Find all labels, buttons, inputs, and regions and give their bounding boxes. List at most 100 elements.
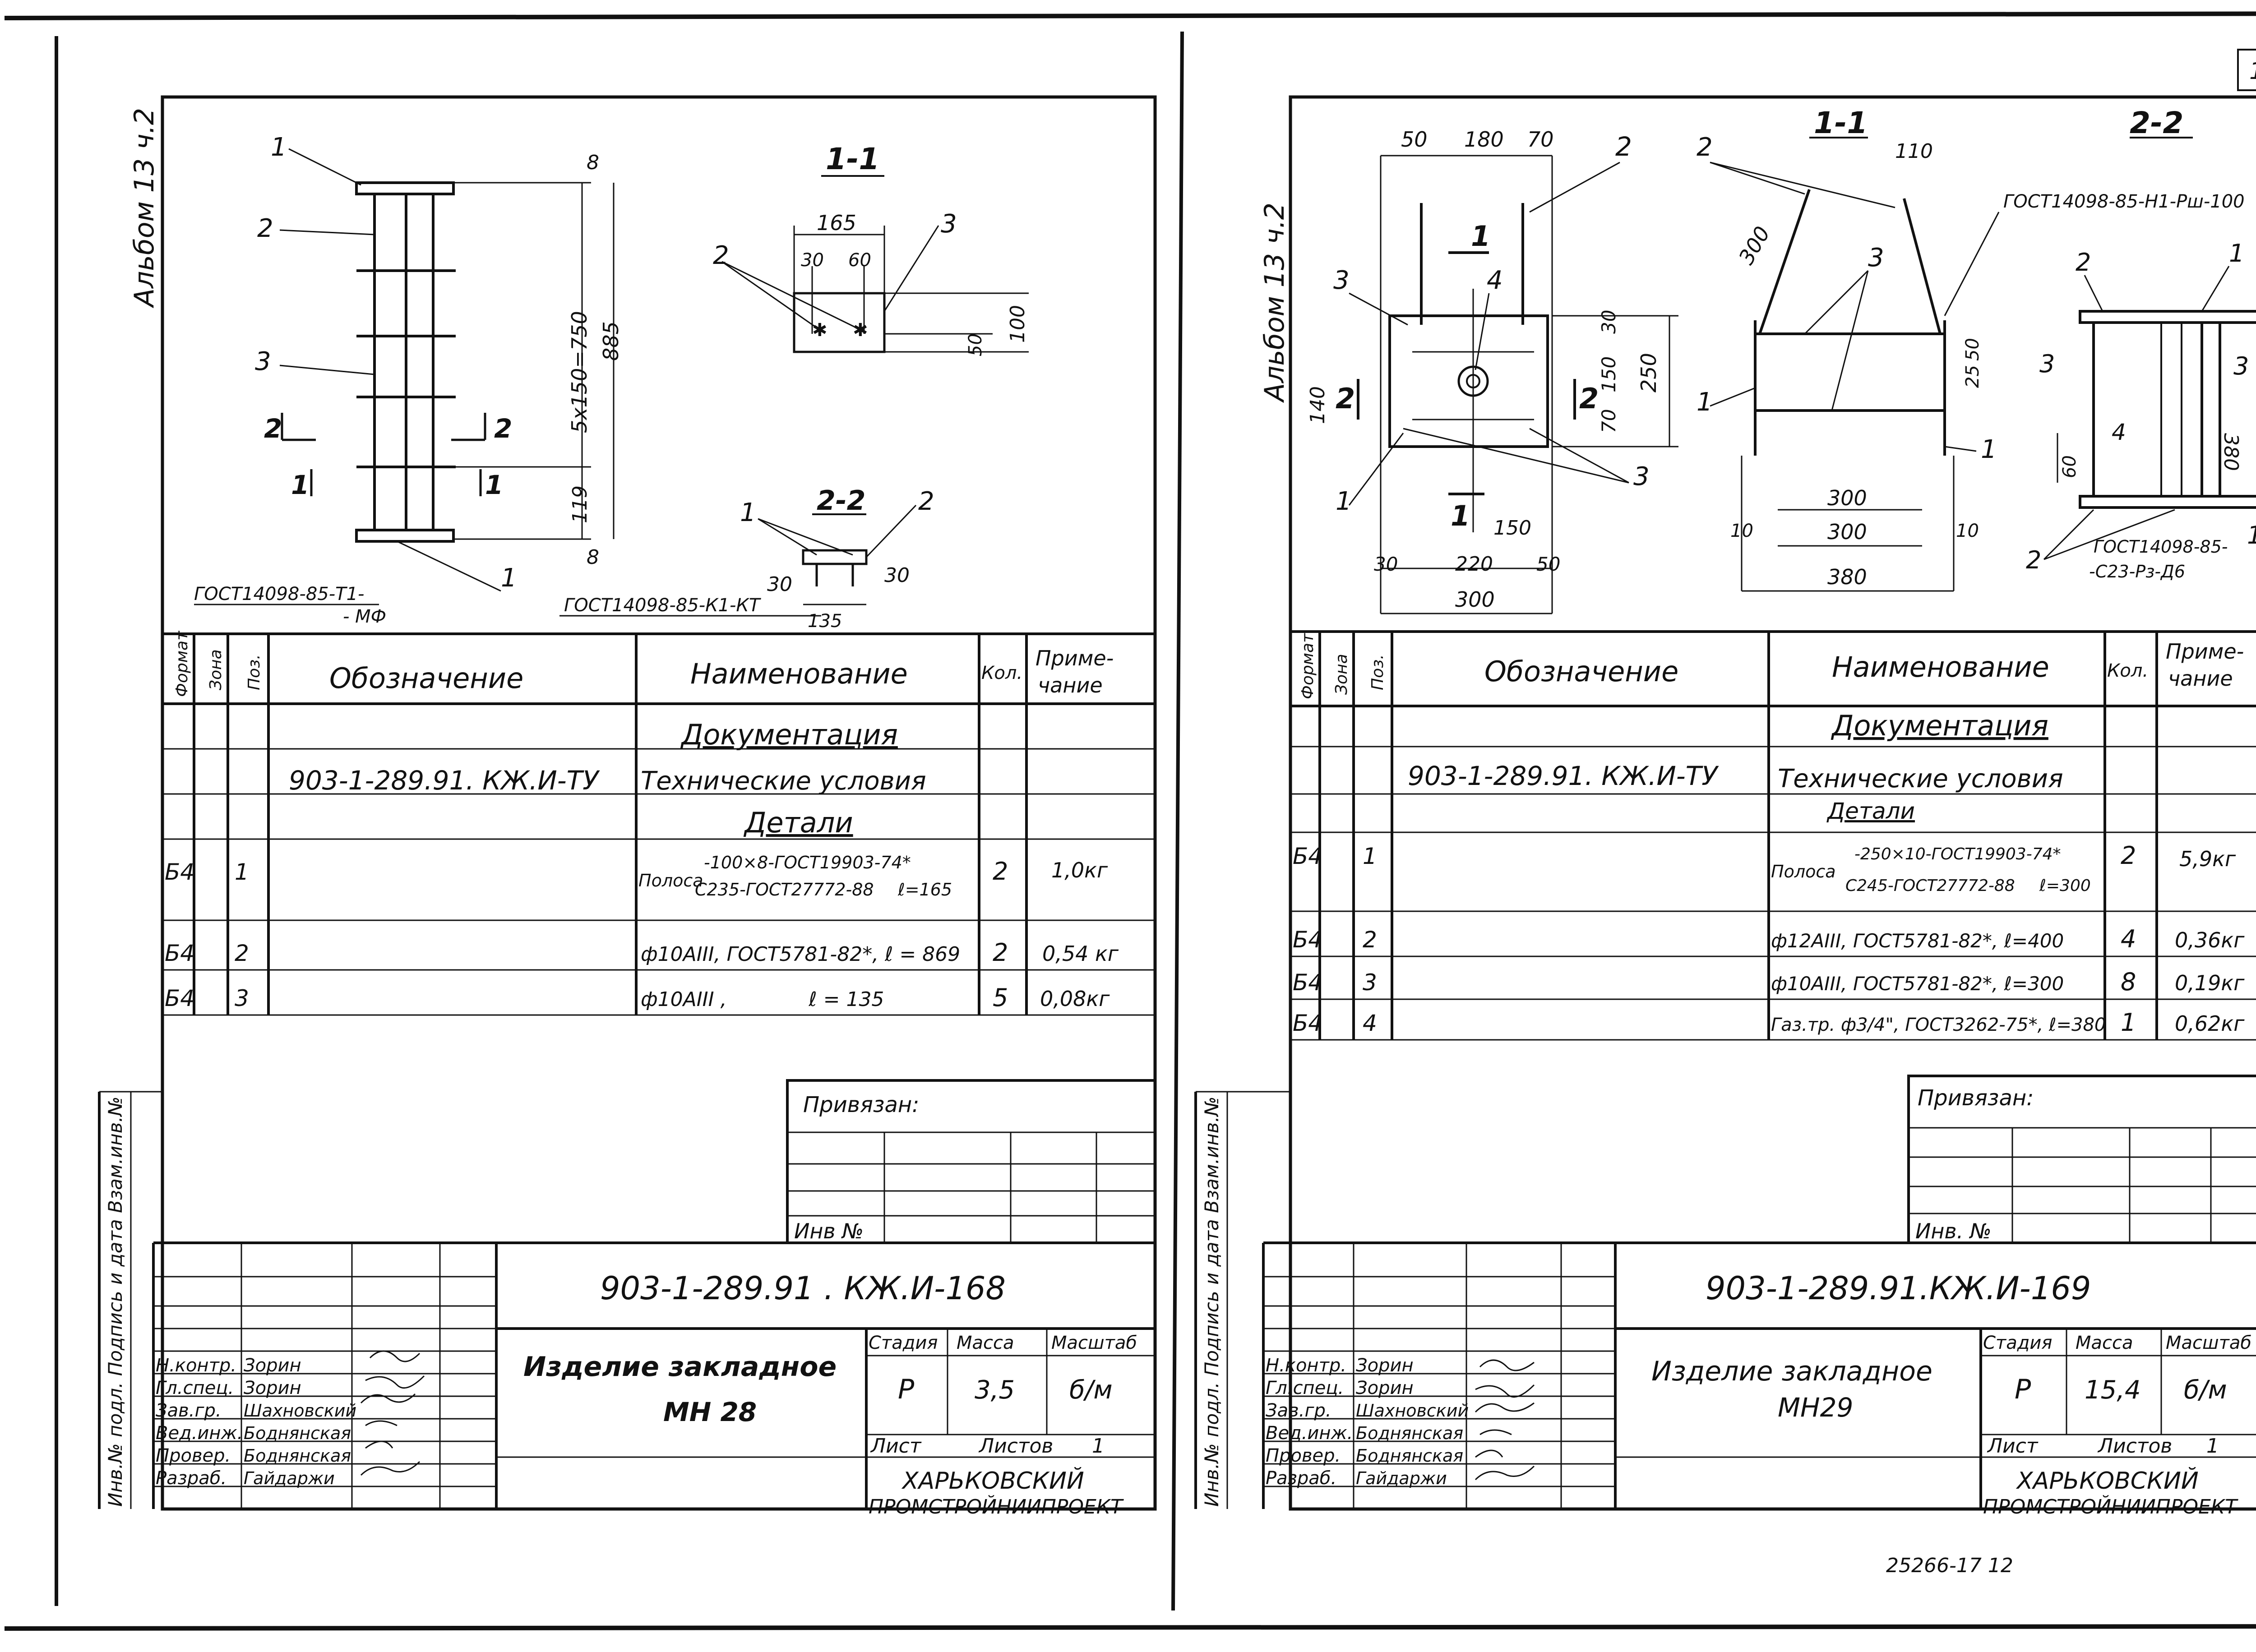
svg-text:3: 3 — [255, 347, 271, 376]
svg-text:3: 3 — [2039, 350, 2055, 378]
svg-text:Масштаб: Масштаб — [1051, 1333, 1137, 1353]
svg-text:1: 1 — [291, 470, 309, 500]
svg-text:2: 2 — [918, 487, 934, 516]
svg-text:Листов: Листов — [978, 1435, 1053, 1458]
left-signatures — [360, 1350, 425, 1476]
svg-text:15,4: 15,4 — [2085, 1375, 2141, 1405]
svg-text:Зона: Зона — [1332, 654, 1351, 695]
svg-text:Провер.: Провер. — [156, 1445, 231, 1466]
left-sheet: Альбом 13 ч.2 8 5x150=750 885 119 8 1 — [98, 95, 1157, 1518]
svg-text:2-2: 2-2 — [817, 485, 865, 517]
svg-text:70: 70 — [1598, 409, 1620, 433]
svg-text:Б4: Б4 — [165, 859, 194, 885]
left-section-parts: Детали — [743, 806, 853, 839]
svg-text:8: 8 — [2121, 968, 2136, 996]
svg-text:Зорин: Зорин — [244, 1355, 301, 1376]
svg-text:Б4: Б4 — [165, 940, 194, 966]
svg-text:2-2: 2-2 — [2130, 106, 2183, 140]
svg-text:Р: Р — [2015, 1374, 2031, 1405]
svg-text:1: 1 — [1981, 435, 1997, 464]
svg-text:Шахновский: Шахновский — [1356, 1401, 1469, 1421]
right-title-2: МН29 — [1778, 1392, 1853, 1423]
right-header-name: Наименование — [1832, 651, 2049, 683]
svg-text:Лист: Лист — [1987, 1435, 2039, 1458]
svg-text:Стадия: Стадия — [869, 1333, 938, 1353]
svg-text:Гл.спец.: Гл.спец. — [1266, 1378, 1344, 1398]
svg-text:1: 1 — [1363, 843, 1377, 869]
svg-text:1,0кг: 1,0кг — [1051, 858, 1108, 882]
svg-text:Зорин: Зорин — [1356, 1355, 1414, 1376]
svg-text:Зона: Зона — [207, 649, 225, 690]
left-spec-table: Формат Зона Поз. Обозначение Наименовани… — [162, 631, 1155, 1016]
svg-text:Полоса: Полоса — [638, 871, 703, 891]
svg-text:ф12АIII, ГОСТ5781-82*, ℓ=400: ф12АIII, ГОСТ5781-82*, ℓ=400 — [1771, 930, 2064, 952]
left-side-label: Инв.№ подл. Подпись и дата Взам.инв.№ — [104, 1097, 126, 1507]
svg-text:Гайдаржи: Гайдаржи — [244, 1468, 335, 1488]
svg-text:300: 300 — [1827, 520, 1867, 544]
svg-text:250: 250 — [1637, 353, 1661, 392]
svg-text:Кол.: Кол. — [2107, 660, 2148, 681]
svg-text:2: 2 — [1697, 133, 1713, 162]
svg-text:Зорин: Зорин — [244, 1378, 301, 1398]
svg-text:1-1: 1-1 — [826, 142, 879, 176]
svg-text:Б4: Б4 — [1293, 1010, 1322, 1036]
svg-text:50: 50 — [1962, 338, 1983, 361]
svg-text:Гл.спец.: Гл.спец. — [156, 1378, 234, 1398]
svg-text:10: 10 — [1730, 521, 1753, 541]
svg-text:ℓ=165: ℓ=165 — [897, 880, 952, 900]
svg-text:3: 3 — [2233, 352, 2249, 380]
right-drawing-code: 903-1-289.91.КЖ.И-169 — [1706, 1270, 2091, 1307]
svg-text:2: 2 — [1363, 927, 1377, 953]
svg-text:1: 1 — [235, 859, 249, 885]
svg-text:2: 2 — [257, 214, 273, 243]
left-section-2-2: 2-2 135 30 30 1 2 ГОСТ14098-85-К1-КТ — [559, 485, 934, 632]
left-drawing-code: 903-1-289.91 . КЖ.И-168 — [600, 1270, 1006, 1307]
svg-text:ф10АIII, ГОСТ5781-82*, ℓ=300: ф10АIII, ГОСТ5781-82*, ℓ=300 — [1771, 973, 2064, 995]
svg-text:100: 100 — [1006, 305, 1029, 343]
svg-text:380: 380 — [1827, 565, 1867, 589]
left-title-block: Инв.№ подл. Подпись и дата Взам.инв.№ Пр… — [98, 1079, 1156, 1518]
svg-text:Масса: Масса — [957, 1333, 1014, 1353]
left-header-name: Наименование — [690, 657, 908, 690]
svg-text:ХАРЬКОВСКИЙ: ХАРЬКОВСКИЙ — [2016, 1467, 2199, 1495]
svg-text:70: 70 — [1527, 127, 1554, 152]
left-doc-name: Технические условия — [641, 766, 926, 796]
svg-text:135: 135 — [808, 611, 842, 632]
svg-text:ф10АIII , ℓ = 135: ф10АIII , ℓ = 135 — [641, 988, 884, 1011]
svg-text:885: 885 — [599, 321, 623, 361]
svg-text:3: 3 — [1633, 462, 1650, 491]
svg-text:2: 2 — [993, 938, 1008, 967]
svg-text:2: 2 — [264, 413, 282, 444]
svg-text:Вед.инж.: Вед.инж. — [156, 1423, 243, 1444]
right-header-designation: Обозначение — [1484, 655, 1678, 688]
svg-text:5x150=750: 5x150=750 — [567, 311, 592, 433]
scan-border-bottom — [4, 1624, 2256, 1631]
svg-text:Приме-: Приме- — [1036, 646, 1114, 670]
svg-text:Б4: Б4 — [1293, 927, 1322, 953]
svg-text:-100×8-ГОСТ19903-74*: -100×8-ГОСТ19903-74* — [704, 853, 911, 872]
svg-text:180: 180 — [1464, 127, 1504, 152]
svg-text:300: 300 — [1734, 222, 1775, 268]
svg-text:1: 1 — [1336, 487, 1352, 516]
svg-text:Поз.: Поз. — [1368, 654, 1387, 690]
svg-text:- МФ: - МФ — [343, 606, 386, 627]
svg-text:30: 30 — [801, 250, 824, 271]
svg-text:Н.контр.: Н.контр. — [1266, 1355, 1346, 1376]
svg-text:0,19кг: 0,19кг — [2175, 971, 2245, 995]
svg-text:2: 2 — [494, 413, 512, 444]
svg-text:Зав.гр.: Зав.гр. — [1266, 1400, 1331, 1421]
svg-text:30: 30 — [1598, 310, 1620, 334]
svg-text:5: 5 — [993, 983, 1008, 1012]
page-number: 135 — [2249, 58, 2256, 85]
svg-text:1: 1 — [2121, 1008, 2136, 1037]
svg-text:Формат: Формат — [1299, 633, 1317, 699]
svg-text:Инв №: Инв № — [794, 1219, 864, 1243]
svg-text:ХАРЬКОВСКИЙ: ХАРЬКОВСКИЙ — [901, 1467, 1084, 1495]
right-section-docs: Документация — [1831, 709, 2048, 742]
svg-text:50: 50 — [965, 333, 986, 356]
right-section-1-1: 1-1 110 300 300 300 380 10 10 25 50 2 — [1697, 106, 2245, 592]
svg-text:Масштаб: Масштаб — [2166, 1333, 2251, 1353]
svg-text:✱: ✱ — [812, 320, 828, 341]
svg-text:1: 1 — [501, 563, 517, 593]
